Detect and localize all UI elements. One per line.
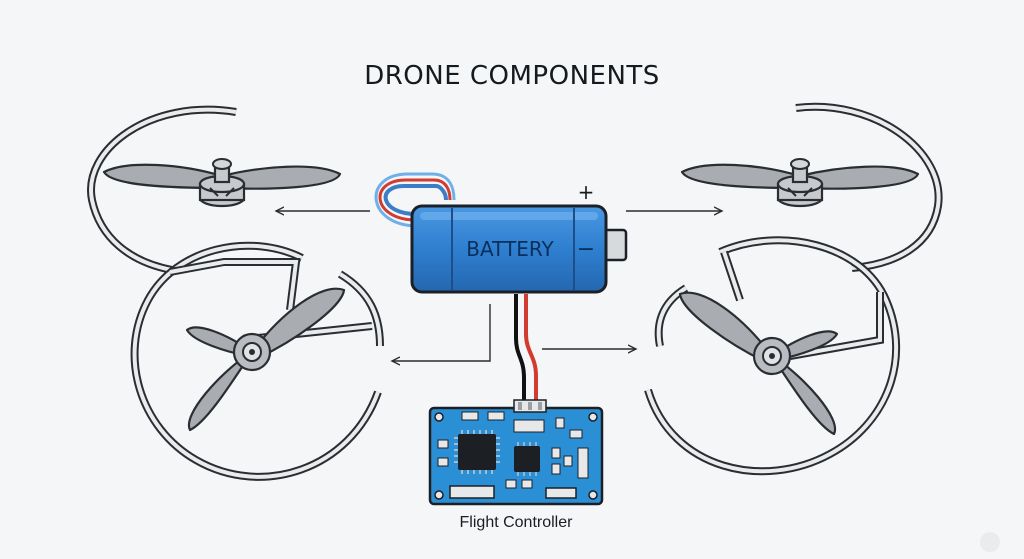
top-left-propeller-guard	[87, 105, 237, 274]
battery-minus-sign: −	[577, 237, 595, 262]
watermark-icon	[980, 532, 1000, 552]
top-left-propeller-icon	[102, 157, 342, 208]
power-wires	[514, 294, 538, 404]
bottom-right-propeller-guard	[644, 236, 901, 476]
battery-icon	[374, 172, 628, 294]
battery-label: BATTERY	[466, 237, 554, 261]
arrow-to-bottom-left-propeller	[392, 304, 491, 361]
top-right-propeller-icon	[680, 157, 920, 208]
bottom-left-propeller-guard	[130, 241, 384, 481]
bottom-left-propeller-icon	[185, 287, 346, 432]
flight-controller-label: Flight Controller	[460, 514, 574, 531]
diagram-title: DRONE COMPONENTS	[364, 61, 660, 91]
top-right-propeller-guard	[795, 102, 943, 272]
battery-plus-sign: +	[578, 180, 595, 204]
flight-controller-circuit-board-icon	[428, 399, 604, 506]
bottom-right-propeller-icon	[678, 291, 839, 436]
